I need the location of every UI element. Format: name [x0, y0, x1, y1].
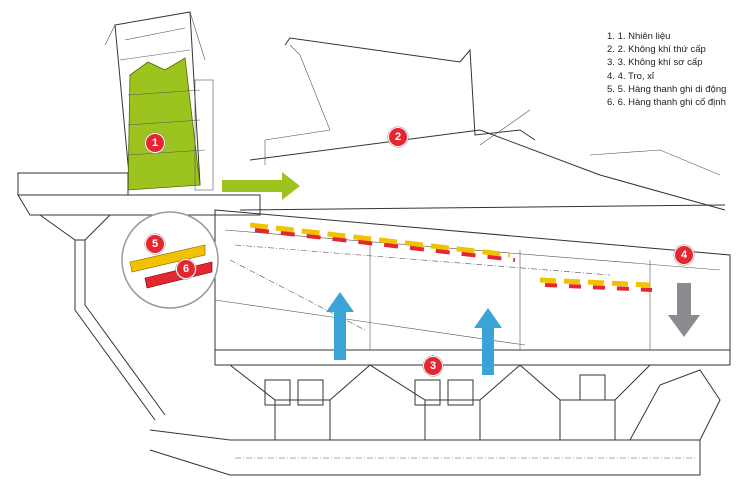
legend-number: 2. — [607, 44, 615, 56]
primary-air-arrow — [326, 292, 354, 360]
grate-bars — [249, 222, 653, 292]
feeder-platform — [17, 172, 261, 421]
legend-number: 1. — [607, 31, 615, 42]
legend-label: 5. Hàng thanh ghi di động — [617, 83, 727, 95]
legend-label: 6. Hàng thanh ghi cố định — [617, 97, 726, 109]
legend-number: 6. — [607, 97, 615, 109]
fuel-chute — [104, 11, 214, 191]
legend-number: 4. — [607, 70, 615, 82]
marker-fixed-grate: 6 — [176, 259, 196, 279]
legend-label: 1. Nhiên liệu — [617, 31, 671, 42]
legend-item: 4. 4. Tro, xỉ — [607, 70, 726, 83]
legend-item: 6. 6. Hàng thanh ghi cố định — [607, 96, 726, 109]
legend-number: 5. — [607, 83, 615, 95]
marker-primary-air: 3 — [423, 356, 443, 376]
marker-moving-grate: 5 — [145, 234, 165, 254]
ash-conveyor — [149, 369, 721, 476]
legend: 1. 1. Nhiên liệu 2. 2. Không khí thứ cấp… — [607, 30, 726, 109]
legend-label: 2. Không khí thứ cấp — [617, 44, 706, 56]
legend-number: 3. — [607, 57, 615, 69]
marker-fuel: 1 — [145, 133, 165, 153]
legend-item: 2. 2. Không khí thứ cấp — [607, 43, 726, 56]
fuel-flow-arrow — [222, 172, 300, 200]
legend-label: 4. Tro, xỉ — [617, 70, 655, 82]
legend-label: 3. Không khí sơ cấp — [617, 57, 703, 69]
legend-item: 5. 5. Hàng thanh ghi di động — [607, 83, 726, 96]
furnace-frame — [214, 209, 731, 440]
moving-grate-bar — [129, 244, 206, 273]
primary-air-arrow — [474, 308, 502, 375]
ash-flow-arrow — [668, 283, 700, 337]
grate-detail-inset — [121, 211, 219, 309]
marker-ash: 4 — [674, 245, 694, 265]
secondary-air-ducts — [239, 37, 726, 211]
marker-secondary-air: 2 — [388, 127, 408, 147]
legend-item: 1. 1. Nhiên liệu — [607, 30, 726, 43]
legend-item: 3. 3. Không khí sơ cấp — [607, 56, 726, 69]
